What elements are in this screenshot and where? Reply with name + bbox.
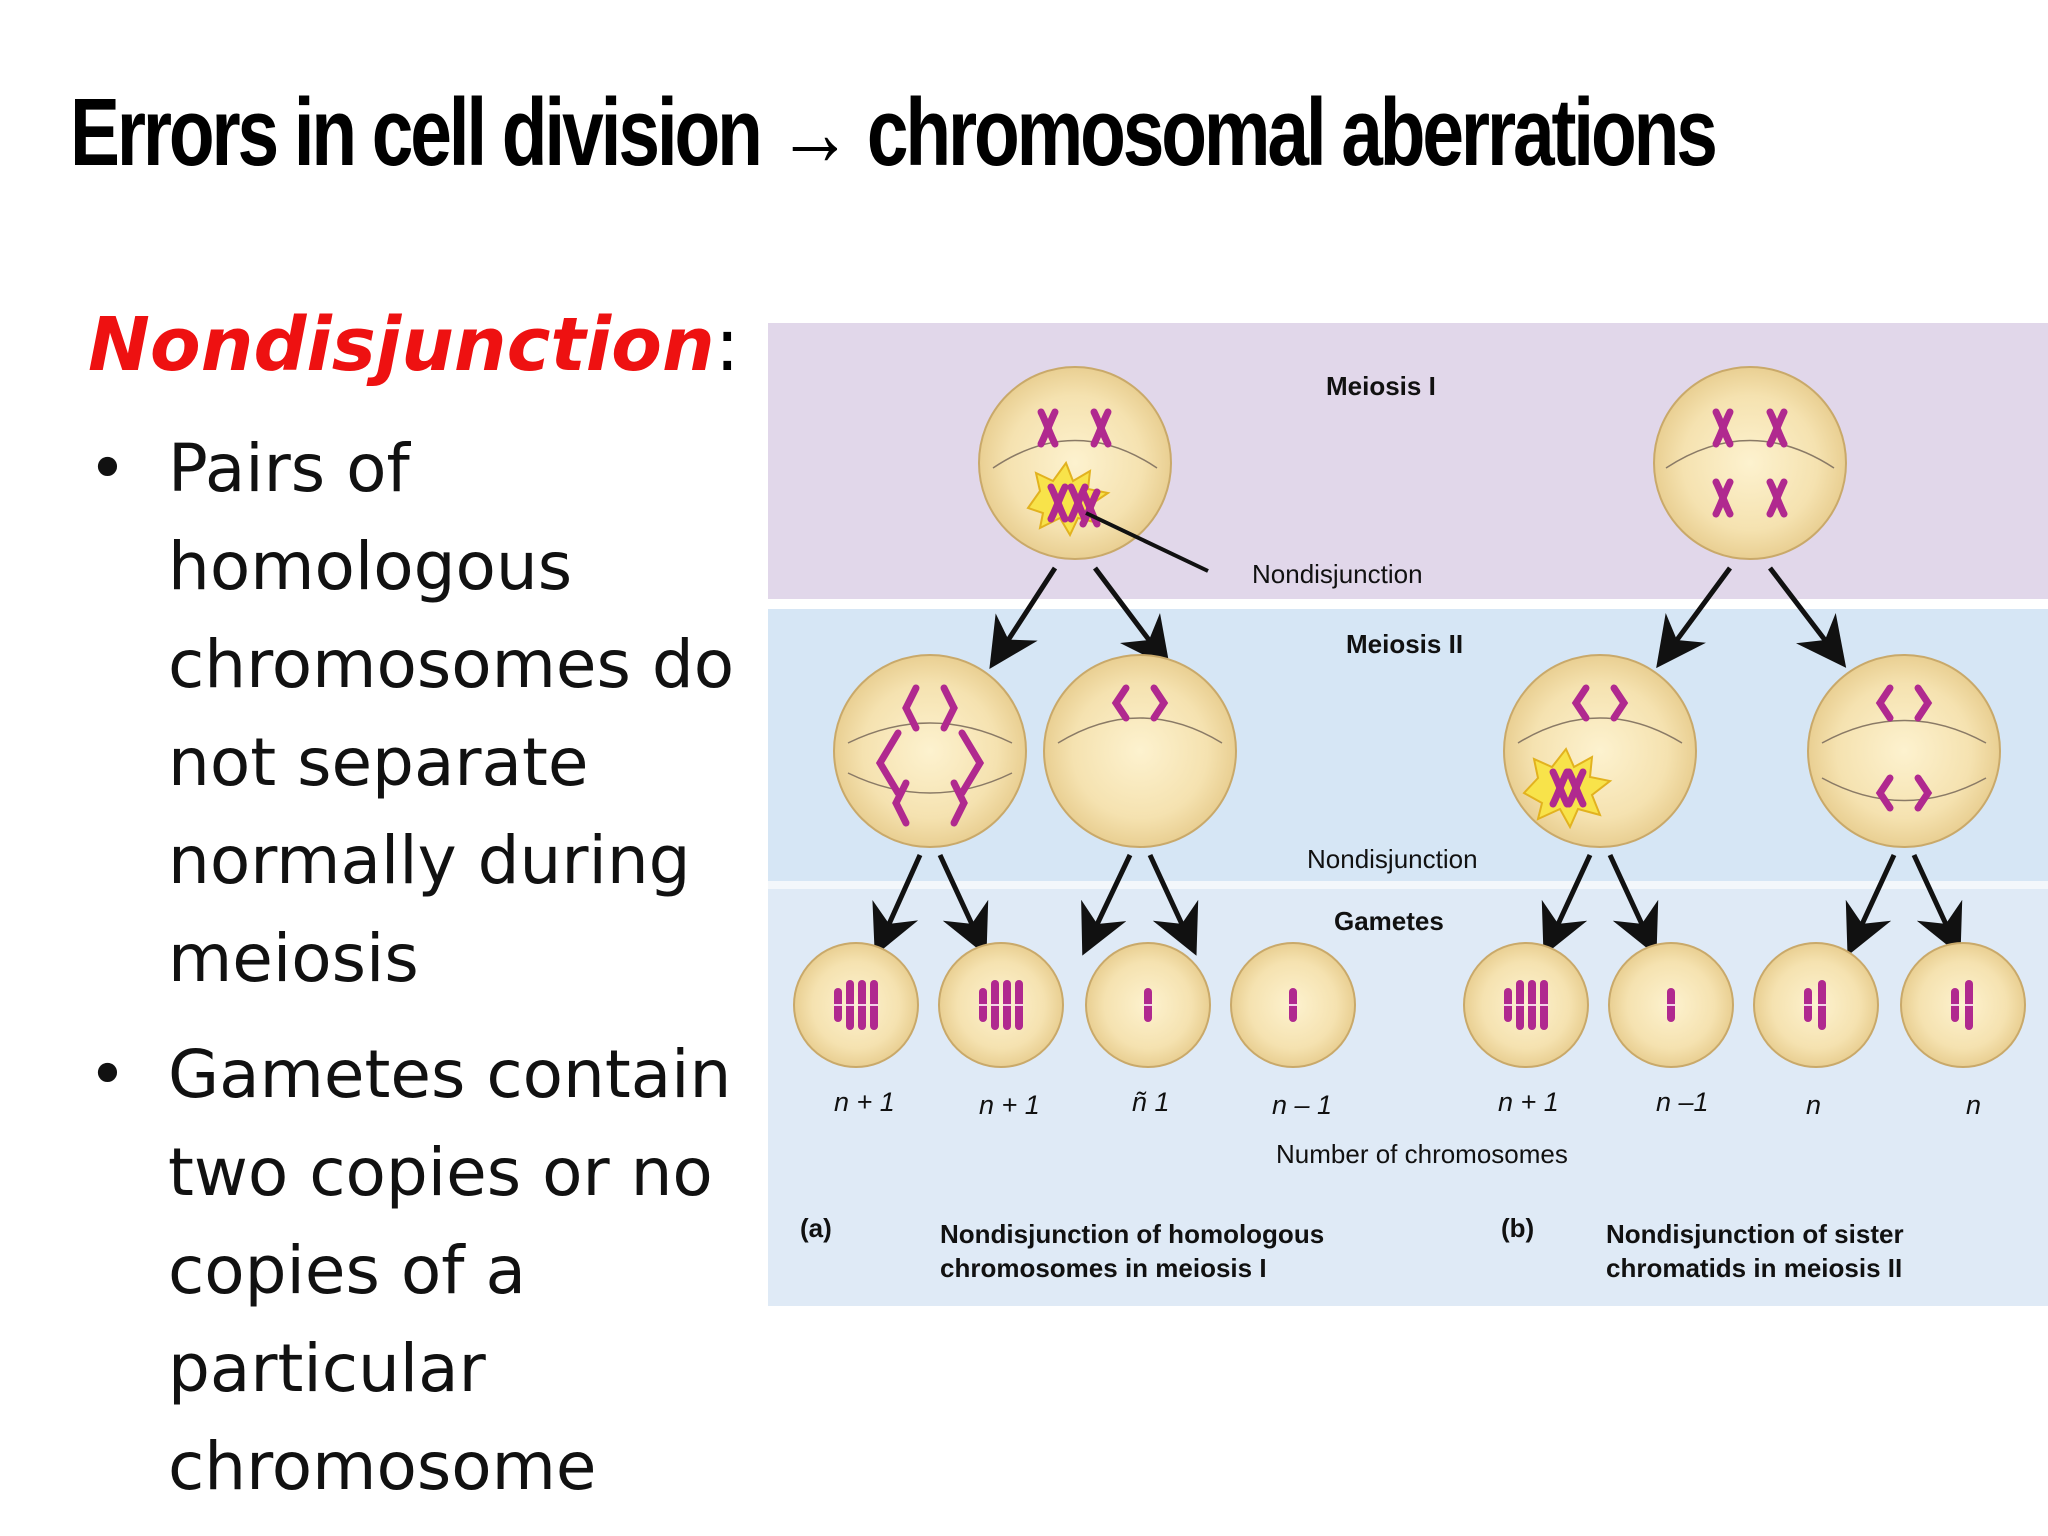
panel-a-letter: (a) <box>800 1213 832 1243</box>
subtitle-colon: : <box>714 302 740 388</box>
bullet-marker: • <box>88 1036 127 1113</box>
gamete-count-4: n – 1 <box>1272 1090 1333 1120</box>
stage-label-meiosis-1: Meiosis I <box>1326 371 1436 401</box>
panel-b-caption-line2: chromatids in meiosis II <box>1606 1253 1903 1283</box>
gamete-count-6: n –1 <box>1656 1087 1709 1117</box>
meiosis-2-cell-3 <box>1503 654 1697 848</box>
bullet-item: • Pairs of homologous chromosomes do not… <box>88 420 748 1008</box>
meiosis-2-cell-2 <box>1043 654 1237 848</box>
subtitle: Nondisjunction: <box>88 300 740 390</box>
gamete-7 <box>1753 942 1879 1068</box>
meiosis-1-cell-b <box>1653 366 1847 560</box>
band-divider <box>768 881 2048 889</box>
meiosis-1-cell-a <box>978 366 1209 573</box>
stage-label-gametes: Gametes <box>1334 906 1444 936</box>
gamete-count-8: n <box>1966 1090 1982 1120</box>
gamete-count-3: ñ 1 <box>1132 1087 1170 1117</box>
nondisjunction-label-1: Nondisjunction <box>1252 559 1423 589</box>
bullet-text: Pairs of homologous chromosomes do not s… <box>168 430 735 997</box>
meiosis-diagram <box>793 366 2026 1068</box>
gamete-2 <box>938 942 1064 1068</box>
axis-label: Number of chromosomes <box>1276 1139 1568 1169</box>
gamete-8 <box>1900 942 2026 1068</box>
arrows-meiosis-2 <box>872 853 1963 956</box>
bullet-item: • Gametes contain two copies or no copie… <box>88 1026 748 1516</box>
meiosis-2-cell-4 <box>1807 654 2001 848</box>
gamete-6 <box>1608 942 1734 1068</box>
gamete-count-2: n + 1 <box>979 1090 1040 1120</box>
panel-b-letter: (b) <box>1501 1213 1535 1243</box>
meiosis-2-cell-1 <box>833 654 1027 848</box>
bullet-text: Gametes contain two copies or no copies … <box>168 1036 732 1505</box>
slide-title: Errors in cell division → chromosomal ab… <box>70 79 1718 186</box>
gamete-count-1: n + 1 <box>834 1087 895 1117</box>
nondisjunction-label-2: Nondisjunction <box>1307 844 1478 874</box>
arrows-meiosis-1 <box>989 566 1847 669</box>
stage-label-meiosis-2: Meiosis II <box>1346 629 1464 659</box>
bullet-marker: • <box>88 430 127 507</box>
gamete-5 <box>1463 942 1589 1068</box>
gamete-1 <box>793 942 919 1068</box>
gamete-3 <box>1085 942 1211 1068</box>
gamete-4 <box>1230 942 1356 1068</box>
gamete-count-7: n <box>1806 1090 1822 1120</box>
panel-b-caption-line1: Nondisjunction of sister <box>1606 1219 1904 1249</box>
nondisjunction-figure: Meiosis I Nondisjunction Meiosis II Nond… <box>768 323 2048 1306</box>
gamete-count-5: n + 1 <box>1498 1087 1559 1117</box>
subtitle-keyword: Nondisjunction <box>88 302 715 388</box>
bullet-list: • Pairs of homologous chromosomes do not… <box>88 420 748 1534</box>
band-divider <box>768 599 2048 609</box>
panel-a-caption-line1: Nondisjunction of homologous <box>940 1219 1325 1249</box>
panel-a-caption-line2: chromosomes in meiosis I <box>940 1253 1267 1283</box>
